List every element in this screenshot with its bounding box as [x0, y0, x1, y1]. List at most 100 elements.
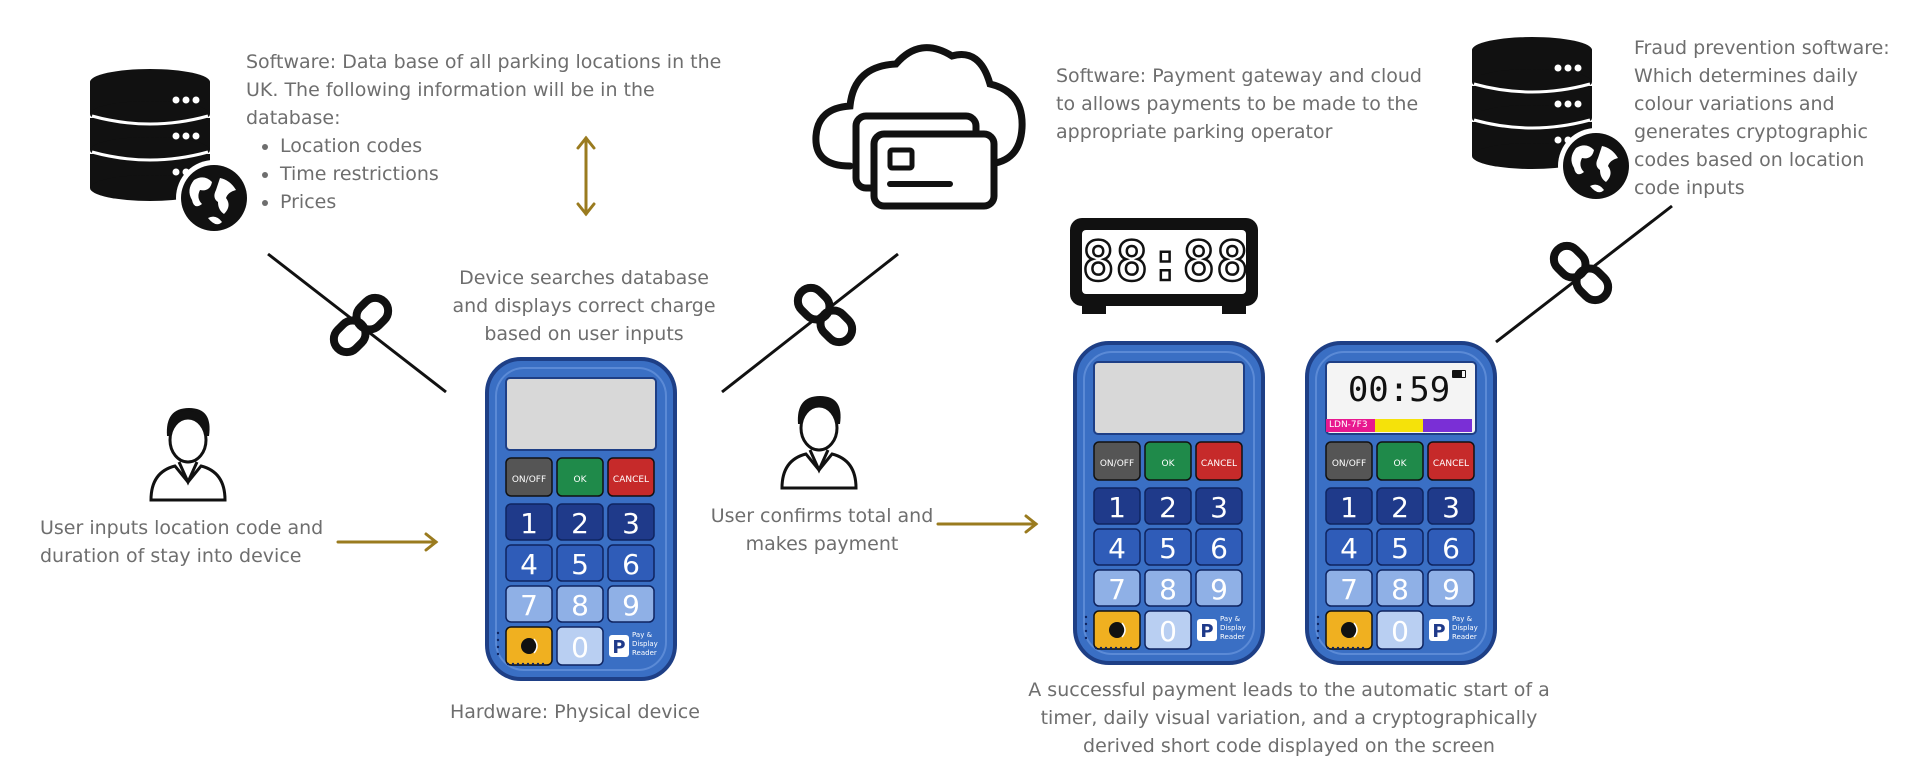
device-screen — [506, 378, 656, 450]
key-0[interactable]: 0 — [557, 627, 603, 665]
key-8[interactable]: 8 — [1145, 570, 1191, 606]
key-label: 6 — [622, 548, 640, 581]
key-9[interactable]: 9 — [608, 586, 654, 622]
brand-text: Reader — [1452, 633, 1477, 641]
key-8[interactable]: 8 — [1377, 570, 1423, 606]
database-item: Time restrictions — [280, 160, 726, 188]
brand-logo: PPay &DisplayReader — [1197, 615, 1246, 642]
on-off-button[interactable]: ON/OFF — [506, 458, 552, 496]
database-heading: Software: Data base of all parking locat… — [246, 48, 726, 132]
device-search-description: Device searches database and displays co… — [446, 264, 722, 348]
key-7[interactable]: 7 — [506, 586, 552, 622]
key-2[interactable]: 2 — [1377, 488, 1423, 524]
key-3[interactable]: 3 — [1428, 488, 1474, 524]
brand-logo: PPay &DisplayReader — [609, 631, 658, 658]
key-label: 5 — [571, 548, 589, 581]
payment-gateway-description: Software: Payment gateway and cloud to a… — [1056, 62, 1440, 146]
on-off-button[interactable]: ON/OFF — [1094, 442, 1140, 480]
database-item: Location codes — [280, 132, 726, 160]
key-1[interactable]: 1 — [1326, 488, 1372, 524]
key-5[interactable]: 5 — [1145, 529, 1191, 565]
ok-button[interactable]: OK — [557, 458, 603, 496]
cancel-button[interactable]: CANCEL — [608, 458, 654, 496]
ok-button[interactable]: OK — [1145, 442, 1191, 480]
key-label: 8 — [571, 589, 589, 622]
key-label: 7 — [1340, 573, 1358, 606]
key-9[interactable]: 9 — [1196, 570, 1242, 606]
key-7[interactable]: 7 — [1326, 570, 1372, 606]
key-label: 8 — [1391, 573, 1409, 606]
ok-button-label: OK — [1394, 459, 1408, 469]
cancel-button[interactable]: CANCEL — [1428, 442, 1474, 480]
key-2[interactable]: 2 — [557, 504, 603, 540]
ok-button[interactable]: OK — [1377, 442, 1423, 480]
key-label: 0 — [1391, 615, 1409, 648]
key-label: 2 — [1391, 491, 1409, 524]
key-label: 1 — [1340, 491, 1358, 524]
sound-button[interactable] — [1094, 611, 1140, 649]
key-label: 5 — [1391, 532, 1409, 565]
color-bar: LDN-7F3 — [1326, 419, 1472, 432]
key-3[interactable]: 3 — [1196, 488, 1242, 524]
key-label: 6 — [1210, 532, 1228, 565]
key-label: 1 — [1108, 491, 1126, 524]
on-off-button[interactable]: ON/OFF — [1326, 442, 1372, 480]
key-8[interactable]: 8 — [557, 586, 603, 622]
key-3[interactable]: 3 — [608, 504, 654, 540]
key-0[interactable]: 0 — [1145, 611, 1191, 649]
key-label: 4 — [1108, 532, 1126, 565]
key-9[interactable]: 9 — [1428, 570, 1474, 606]
brand-p-label: P — [1432, 621, 1445, 642]
key-label: 4 — [1340, 532, 1358, 565]
key-label: 0 — [571, 631, 589, 664]
ok-button-label: OK — [1162, 459, 1176, 469]
key-1[interactable]: 1 — [506, 504, 552, 540]
ok-button-label: OK — [574, 475, 588, 485]
key-label: 7 — [1108, 573, 1126, 606]
brand-text: Pay & — [632, 631, 653, 639]
on-off-button-label: ON/OFF — [1100, 459, 1134, 469]
active-screen: 00:59 LDN-7F3 — [1326, 364, 1472, 432]
hardware-caption: Hardware: Physical device — [450, 698, 750, 726]
key-7[interactable]: 7 — [1094, 570, 1140, 606]
key-label: 2 — [1159, 491, 1177, 524]
key-label: 4 — [520, 548, 538, 581]
brand-p-label: P — [612, 637, 625, 658]
sound-button[interactable] — [506, 627, 552, 665]
key-1[interactable]: 1 — [1094, 488, 1140, 524]
cancel-button-label: CANCEL — [1201, 459, 1237, 469]
color-segment — [1375, 419, 1424, 432]
key-label: 3 — [1442, 491, 1460, 524]
key-6[interactable]: 6 — [608, 545, 654, 581]
brand-text: Pay & — [1452, 615, 1473, 623]
brand-text: Reader — [1220, 633, 1245, 641]
key-6[interactable]: 6 — [1196, 529, 1242, 565]
result-description: A successful payment leads to the automa… — [1020, 676, 1558, 760]
right-arrow-icon — [938, 516, 1036, 532]
brand-text: Pay & — [1220, 615, 1241, 623]
key-6[interactable]: 6 — [1428, 529, 1474, 565]
key-2[interactable]: 2 — [1145, 488, 1191, 524]
cancel-button[interactable]: CANCEL — [1196, 442, 1242, 480]
color-segment: LDN-7F3 — [1326, 419, 1375, 432]
user-input-description: User inputs location code and duration o… — [40, 514, 340, 570]
key-label: 8 — [1159, 573, 1177, 606]
sound-button[interactable] — [1326, 611, 1372, 649]
cancel-button-label: CANCEL — [1433, 459, 1469, 469]
key-4[interactable]: 4 — [1094, 529, 1140, 565]
key-label: 9 — [1442, 573, 1460, 606]
key-label: 7 — [520, 589, 538, 622]
database-items: Location codes Time restrictions Prices — [246, 132, 726, 216]
key-4[interactable]: 4 — [1326, 529, 1372, 565]
key-5[interactable]: 5 — [557, 545, 603, 581]
key-4[interactable]: 4 — [506, 545, 552, 581]
key-5[interactable]: 5 — [1377, 529, 1423, 565]
key-0[interactable]: 0 — [1377, 611, 1423, 649]
key-label: 2 — [571, 507, 589, 540]
brand-text: Display — [1220, 624, 1246, 632]
database-description: Software: Data base of all parking locat… — [246, 48, 726, 216]
device-screen — [1094, 362, 1244, 434]
fraud-prevention-description: Fraud prevention software: Which determi… — [1634, 34, 1904, 202]
